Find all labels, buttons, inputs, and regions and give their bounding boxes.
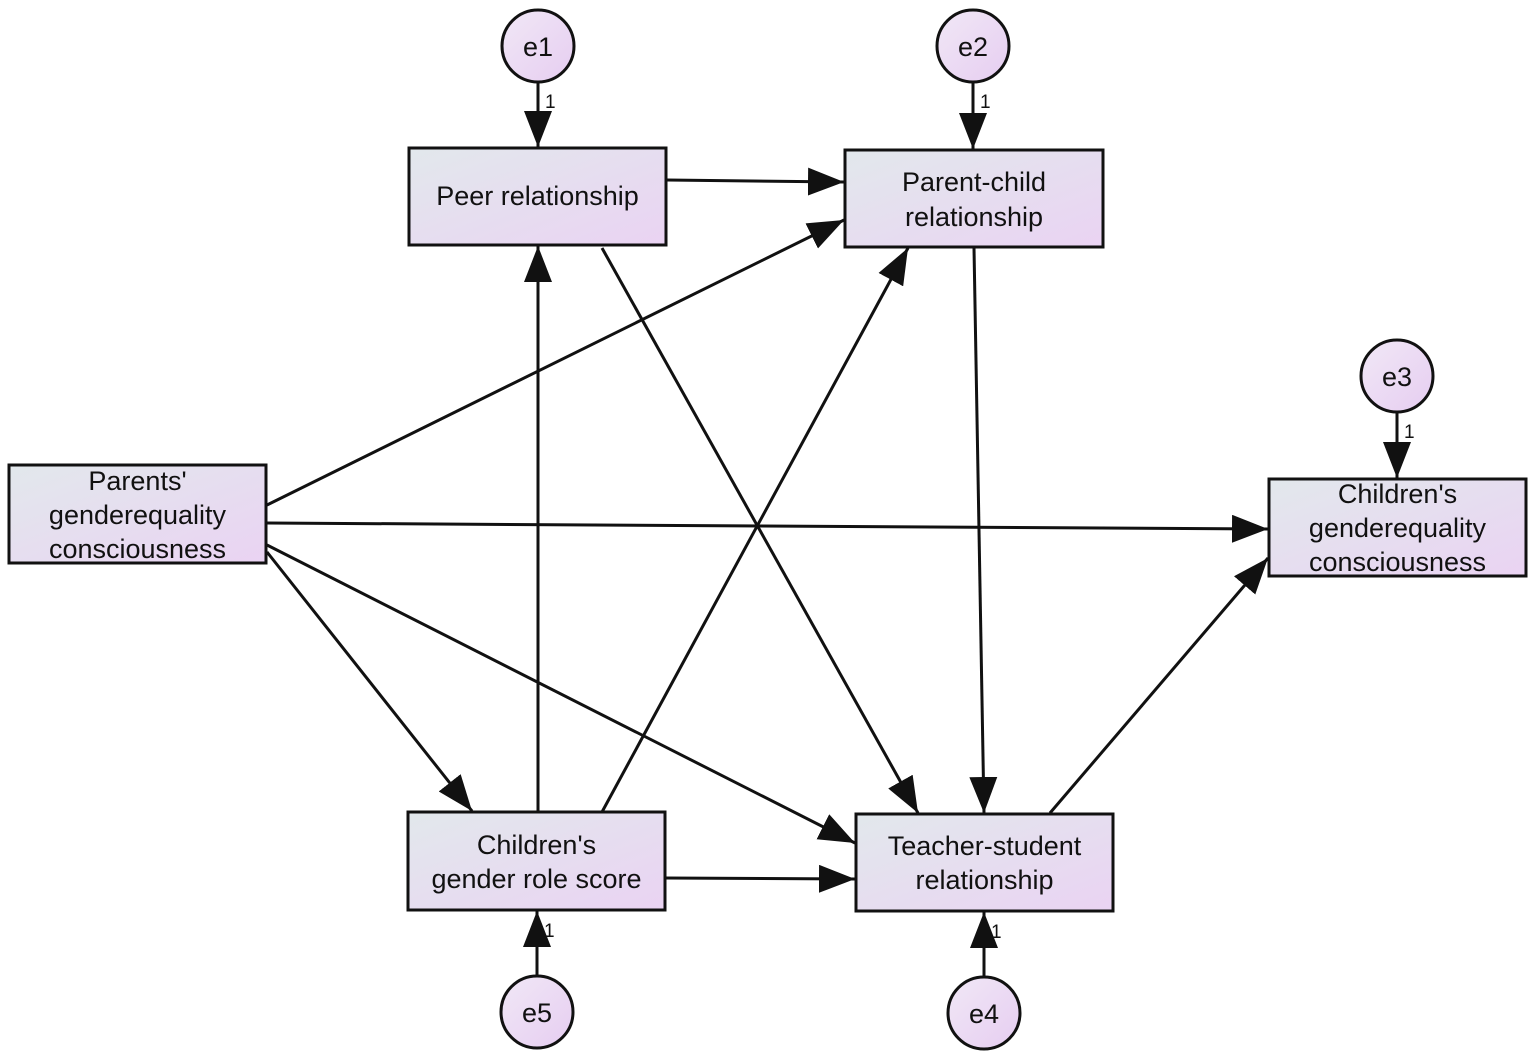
- path-teacher-student-to-children-ge: [1048, 557, 1270, 814]
- error-e4: e4 1: [946, 922, 1022, 1051]
- error-e3-weight: 1: [1404, 422, 1415, 443]
- node-parents-ge-label-3: consciousness: [49, 534, 226, 564]
- error-e1-weight: 1: [545, 92, 556, 113]
- path-parent-child-to-teacher-student: [969, 247, 998, 814]
- error-e1: e1 1: [500, 8, 576, 113]
- node-children-genderequality: Children's genderequality consciousness: [1267, 477, 1528, 578]
- node-parents-ge-label-2: genderequality: [49, 500, 227, 530]
- path-parents-ge-to-teacher-student: [266, 543, 856, 845]
- error-e5-weight: 1: [544, 921, 555, 942]
- error-e4-weight: 1: [991, 922, 1002, 943]
- path-parents-ge-to-gender-role: [265, 551, 474, 812]
- path-parents-ge-to-parent-child: [266, 218, 845, 507]
- error-e5: e5 1: [499, 921, 575, 1050]
- paths: [265, 82, 1411, 977]
- path-parents-ge-to-children-ge: [266, 514, 1269, 543]
- node-parents-genderequality: Parents' genderequality consciousness: [7, 463, 268, 565]
- node-gender-role-label-2: gender role score: [431, 864, 641, 894]
- error-e2: e2 1: [935, 8, 1011, 113]
- error-e1-label: e1: [523, 32, 553, 62]
- node-teacher-student-label-2: relationship: [915, 865, 1053, 895]
- node-children-ge-label-2: genderequality: [1309, 513, 1487, 543]
- path-gender-role-to-teacher-student: [664, 864, 856, 893]
- path-peer-to-teacher-student: [600, 247, 920, 814]
- error-e3-label: e3: [1382, 362, 1412, 392]
- node-parent-child-relationship: Parent-child relationship: [843, 148, 1105, 249]
- node-gender-role-label-1: Children's: [477, 830, 596, 860]
- node-children-ge-label-3: consciousness: [1309, 547, 1486, 577]
- node-peer-relationship: Peer relationship: [407, 146, 668, 247]
- node-parent-child-label-2: relationship: [905, 202, 1043, 232]
- path-gender-role-to-parent-child: [600, 247, 910, 813]
- error-e3: e3 1: [1359, 338, 1435, 443]
- error-e5-label: e5: [522, 998, 552, 1028]
- node-peer-label: Peer relationship: [436, 181, 639, 211]
- node-teacher-student-relationship: Teacher-student relationship: [854, 812, 1115, 913]
- error-e2-label: e2: [958, 32, 988, 62]
- node-children-ge-label-1: Children's: [1338, 479, 1457, 509]
- node-teacher-student-label-1: Teacher-student: [888, 831, 1082, 861]
- path-peer-to-parent-child: [666, 167, 845, 196]
- error-e2-weight: 1: [980, 92, 991, 113]
- error-e4-label: e4: [969, 999, 999, 1029]
- node-gender-role-score: Children's gender role score: [406, 810, 667, 912]
- node-parent-child-label-1: Parent-child: [902, 167, 1046, 197]
- node-parents-ge-label-1: Parents': [88, 466, 186, 496]
